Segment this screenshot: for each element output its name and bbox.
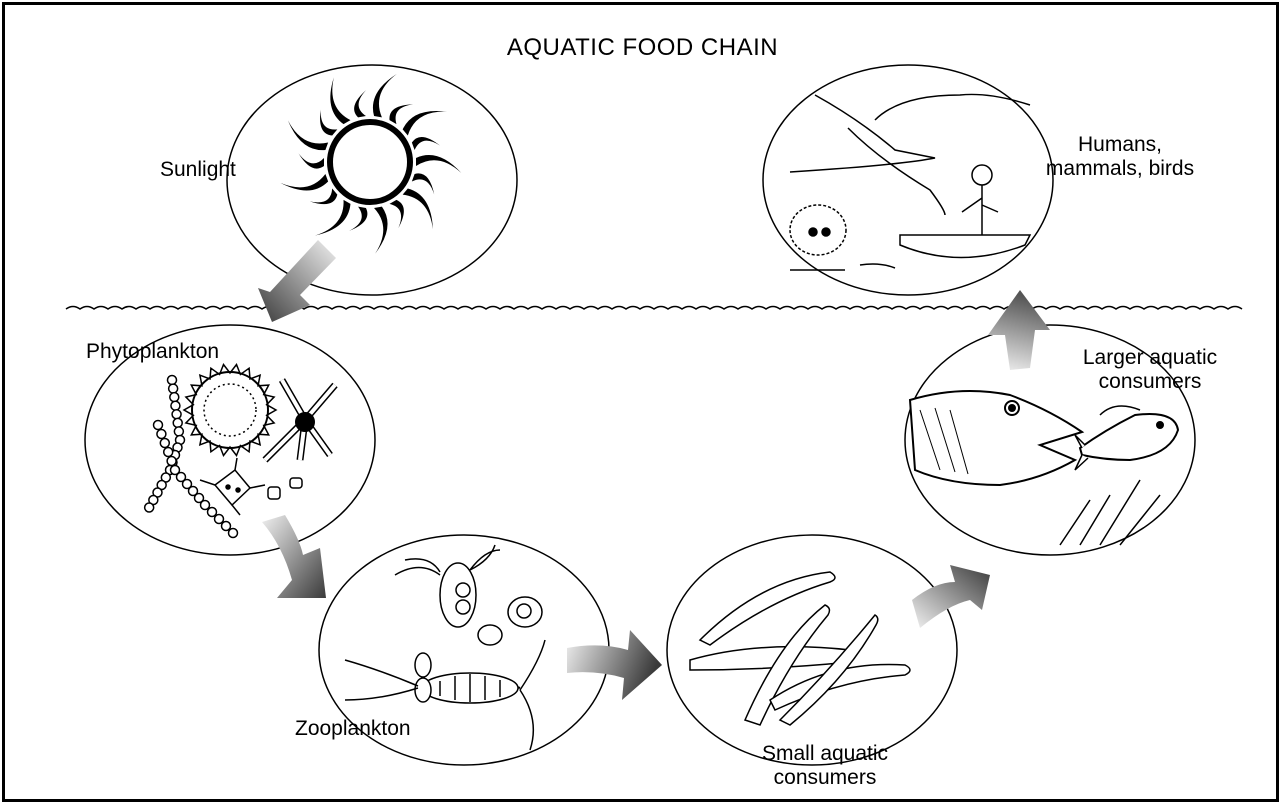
algae-bead: [170, 393, 179, 402]
algae-bead: [215, 515, 224, 524]
label-top-line-2: mammals, birds: [1030, 157, 1210, 181]
label-top-line-1: Humans,: [1030, 133, 1210, 157]
algae-bead: [167, 457, 176, 466]
algae-bead: [201, 501, 210, 510]
label-phytoplankton: Phytoplankton: [86, 340, 219, 364]
label-small-line-1: Small aquatic: [715, 742, 935, 766]
algae-bead: [169, 384, 178, 393]
algae-bead: [208, 508, 217, 517]
algae-bead: [157, 430, 166, 439]
algae-bead: [173, 418, 182, 427]
label-larger-aquatic-consumers: Larger aquatic consumers: [1050, 346, 1250, 394]
label-larger-line-1: Larger aquatic: [1050, 346, 1250, 370]
algae-bead: [154, 421, 163, 430]
algae-bead: [174, 427, 183, 436]
algae-bead: [145, 503, 154, 512]
label-small-aquatic-consumers: Small aquatic consumers: [715, 742, 935, 790]
diagram-title: AQUATIC FOOD CHAIN: [0, 34, 1285, 62]
algae-bead: [168, 376, 177, 385]
algae-bead: [164, 448, 173, 457]
label-larger-line-2: consumers: [1050, 370, 1250, 394]
algae-bead: [160, 439, 169, 448]
label-small-line-2: consumers: [715, 766, 935, 790]
label-sunlight: Sunlight: [160, 158, 236, 182]
algae-bead: [171, 401, 180, 410]
water-surface-line: [66, 307, 1242, 310]
algae-bead: [229, 529, 238, 538]
label-zooplankton: Zooplankton: [295, 717, 411, 741]
algae-bead: [222, 522, 231, 531]
algae-bead: [172, 410, 181, 419]
label-humans-mammals-birds: Humans, mammals, birds: [1030, 133, 1210, 181]
